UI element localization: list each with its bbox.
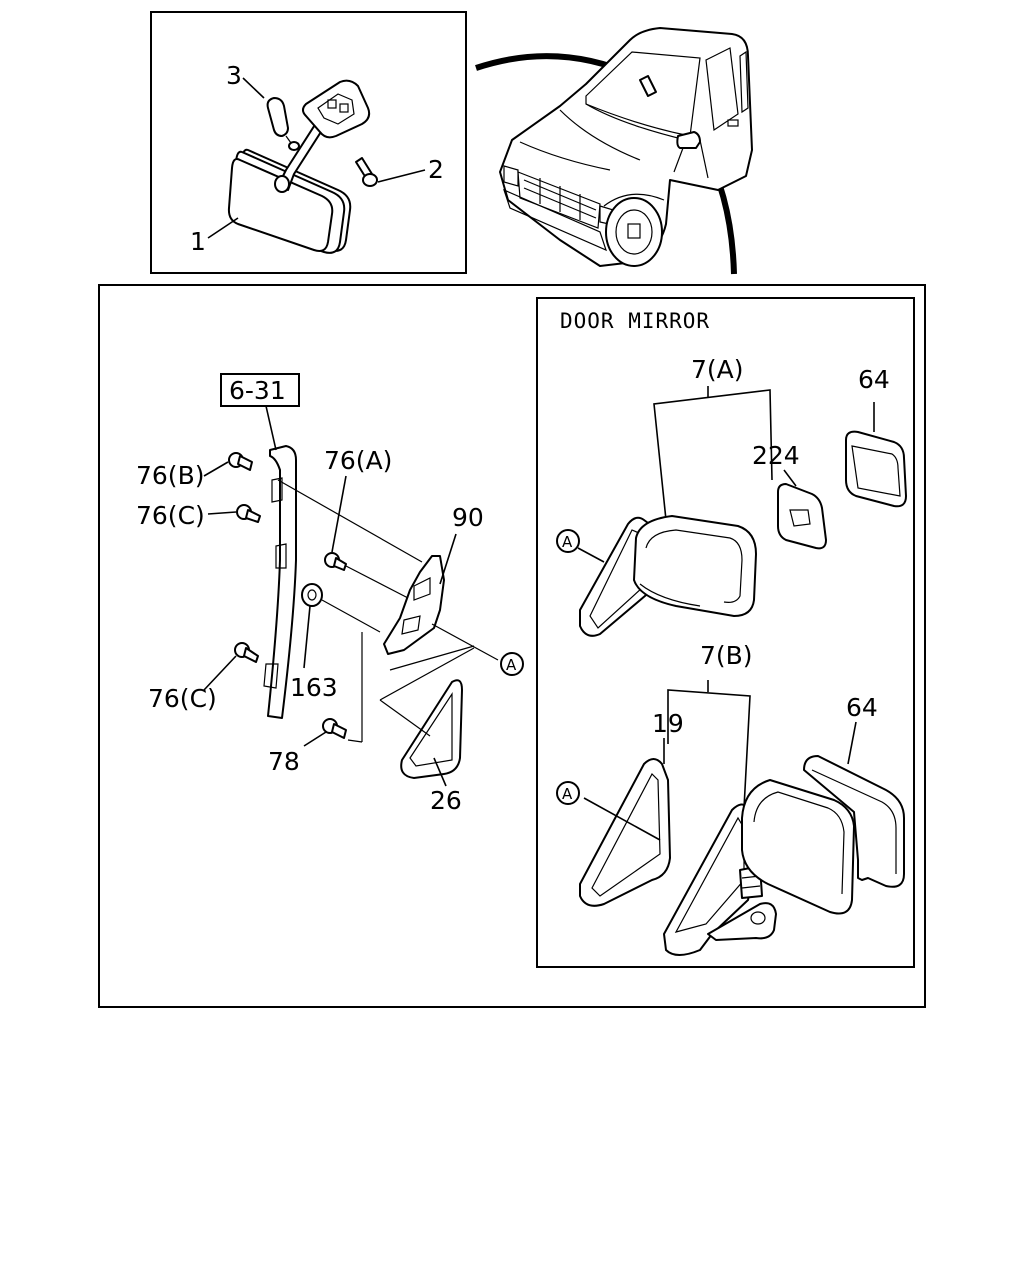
callout-76a: 76(A) xyxy=(324,446,392,475)
main-frame xyxy=(98,284,926,1008)
callout-1: 1 xyxy=(190,227,206,256)
callout-90: 90 xyxy=(452,503,484,532)
door-mirror-7a-illustration xyxy=(556,386,907,637)
callout-224: 224 xyxy=(752,441,800,470)
callout-78: 78 xyxy=(268,747,300,776)
callout-2: 2 xyxy=(428,155,444,184)
callout-76b: 76(B) xyxy=(136,461,204,490)
door-mirror-7b-illustration xyxy=(556,680,905,956)
circle-ref-a-bottom: A xyxy=(562,785,573,803)
callout-7a: 7(A) xyxy=(691,355,744,384)
callout-3: 3 xyxy=(226,61,242,90)
callout-64-top: 64 xyxy=(858,365,890,394)
callout-163: 163 xyxy=(290,673,338,702)
inset-frame xyxy=(150,11,467,274)
door-mirror-title: DOOR MIRROR xyxy=(560,309,710,333)
callout-19: 19 xyxy=(652,709,684,738)
truck-illustration xyxy=(499,27,753,267)
callout-76c-bottom: 76(C) xyxy=(148,684,217,713)
door-mirror-panel xyxy=(536,297,915,968)
callout-64-bottom: 64 xyxy=(846,693,878,722)
callout-76c-top: 76(C) xyxy=(136,501,205,530)
circle-ref-a-main: A xyxy=(506,656,517,674)
vent-window-assembly xyxy=(203,405,524,787)
ref-box xyxy=(220,373,300,407)
callout-7b: 7(B) xyxy=(700,641,753,670)
ref-box-label: 6-31 xyxy=(229,376,286,405)
callout-26: 26 xyxy=(430,786,462,815)
inside-mirror-illustration xyxy=(207,77,426,254)
circle-ref-a-top: A xyxy=(562,533,573,551)
